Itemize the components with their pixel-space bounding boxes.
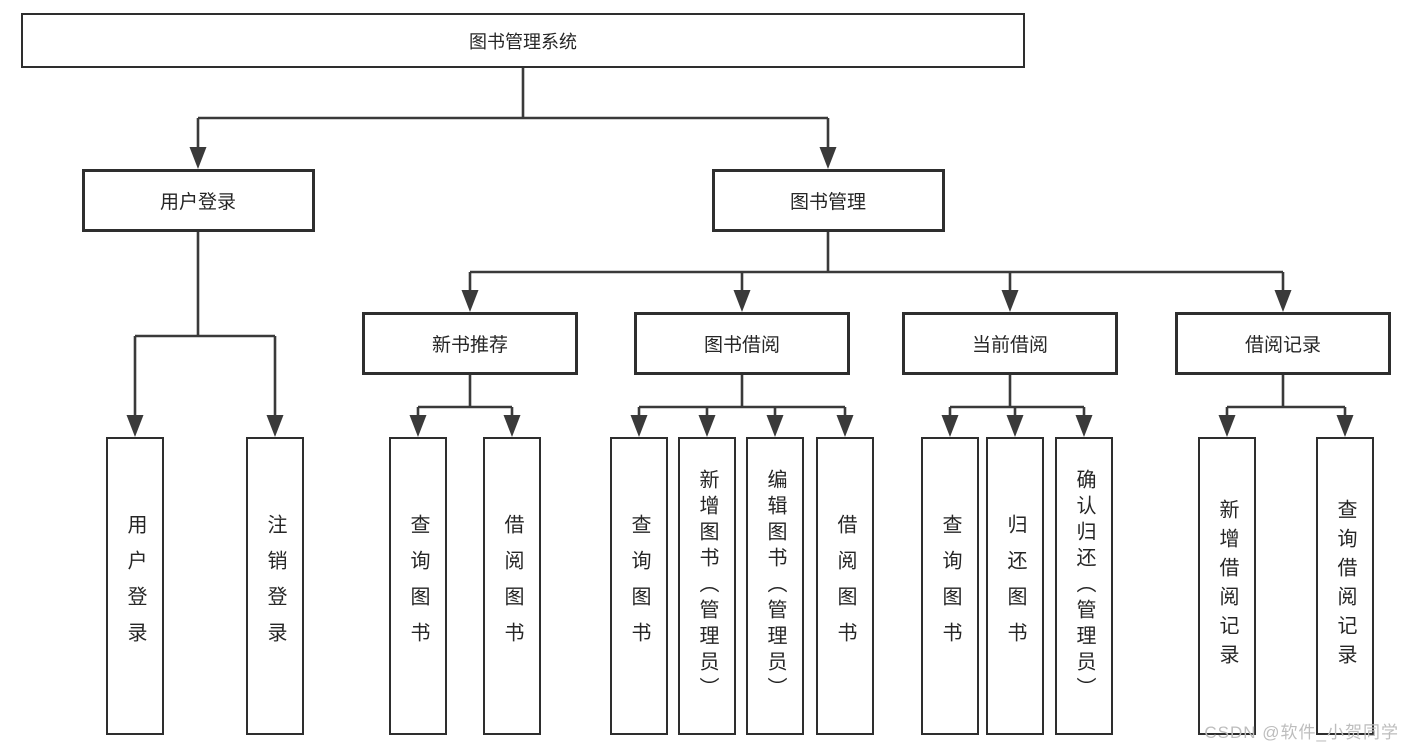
watermark: CSDN @软件_小贺同学 bbox=[1204, 723, 1399, 742]
arrowhead-down-icon bbox=[409, 415, 427, 437]
node-borrow-books-2: 借阅图书 bbox=[816, 437, 874, 735]
arrowhead-down-icon bbox=[766, 415, 784, 437]
arrowhead-down-icon bbox=[1075, 415, 1093, 437]
arrowhead-down-icon bbox=[266, 415, 284, 437]
node-query-books-3: 查询图书 bbox=[921, 437, 979, 735]
node-label: 图书借阅 bbox=[703, 335, 780, 356]
node-logout-leaf: 注销登录 bbox=[246, 437, 304, 735]
node-label: 图书管理 bbox=[789, 192, 866, 213]
node-edit-books-admin: 编辑图书（管理员） bbox=[746, 437, 804, 735]
arrowhead-down-icon bbox=[503, 415, 521, 437]
arrowhead-down-icon bbox=[941, 415, 959, 437]
node-label: 图书管理系统 bbox=[469, 31, 577, 52]
node-label: 查询借阅记录 bbox=[1334, 499, 1356, 673]
arrowhead-down-icon bbox=[461, 290, 479, 312]
node-label: 注销登录 bbox=[264, 514, 286, 658]
arrowhead-down-icon bbox=[1006, 415, 1024, 437]
node-user-login-leaf: 用户登录 bbox=[106, 437, 164, 735]
node-confirm-return-admin: 确认归还（管理员） bbox=[1055, 437, 1113, 735]
node-label: 用户登录 bbox=[124, 514, 146, 658]
node-label: 新书推荐 bbox=[431, 335, 508, 356]
arrowhead-down-icon bbox=[126, 415, 144, 437]
node-query-books-2: 查询图书 bbox=[610, 437, 668, 735]
node-label: 新增借阅记录 bbox=[1216, 499, 1238, 673]
node-borrow-books-1: 借阅图书 bbox=[483, 437, 541, 735]
arrowhead-down-icon bbox=[1274, 290, 1292, 312]
arrowhead-down-icon bbox=[698, 415, 716, 437]
node-add-borrow-record: 新增借阅记录 bbox=[1198, 437, 1256, 735]
arrowhead-down-icon bbox=[189, 147, 207, 169]
node-add-books-admin: 新增图书（管理员） bbox=[678, 437, 736, 735]
arrowhead-down-icon bbox=[733, 290, 751, 312]
arrowhead-down-icon bbox=[630, 415, 648, 437]
arrowhead-down-icon bbox=[1218, 415, 1236, 437]
node-user-login: 用户登录 bbox=[81, 169, 315, 232]
node-book-management: 图书管理 bbox=[711, 169, 945, 232]
arrowhead-down-icon bbox=[819, 147, 837, 169]
arrowhead-down-icon bbox=[836, 415, 854, 437]
node-label: 确认归还（管理员） bbox=[1073, 469, 1095, 703]
arrowhead-down-icon bbox=[1336, 415, 1354, 437]
node-query-books-1: 查询图书 bbox=[389, 437, 447, 735]
node-borrowing-records: 借阅记录 bbox=[1175, 312, 1391, 375]
node-label: 当前借阅 bbox=[971, 335, 1048, 356]
arrowhead-down-icon bbox=[1001, 290, 1019, 312]
node-label: 新增图书（管理员） bbox=[696, 469, 718, 703]
node-label: 借阅记录 bbox=[1244, 335, 1321, 356]
node-label: 借阅图书 bbox=[834, 514, 856, 658]
node-current-borrowing: 当前借阅 bbox=[902, 312, 1118, 375]
node-label: 查询图书 bbox=[628, 514, 650, 658]
node-label: 归还图书 bbox=[1004, 514, 1026, 658]
node-return-books: 归还图书 bbox=[986, 437, 1044, 735]
node-library-management-system: 图书管理系统 bbox=[21, 13, 1025, 68]
node-query-borrow-record: 查询借阅记录 bbox=[1316, 437, 1374, 735]
node-label: 借阅图书 bbox=[501, 514, 523, 658]
node-label: 查询图书 bbox=[407, 514, 429, 658]
node-book-borrowing: 图书借阅 bbox=[634, 312, 850, 375]
node-label: 查询图书 bbox=[939, 514, 961, 658]
node-label: 用户登录 bbox=[159, 192, 236, 213]
node-label: 编辑图书（管理员） bbox=[764, 469, 786, 703]
node-new-book-recommend: 新书推荐 bbox=[362, 312, 578, 375]
